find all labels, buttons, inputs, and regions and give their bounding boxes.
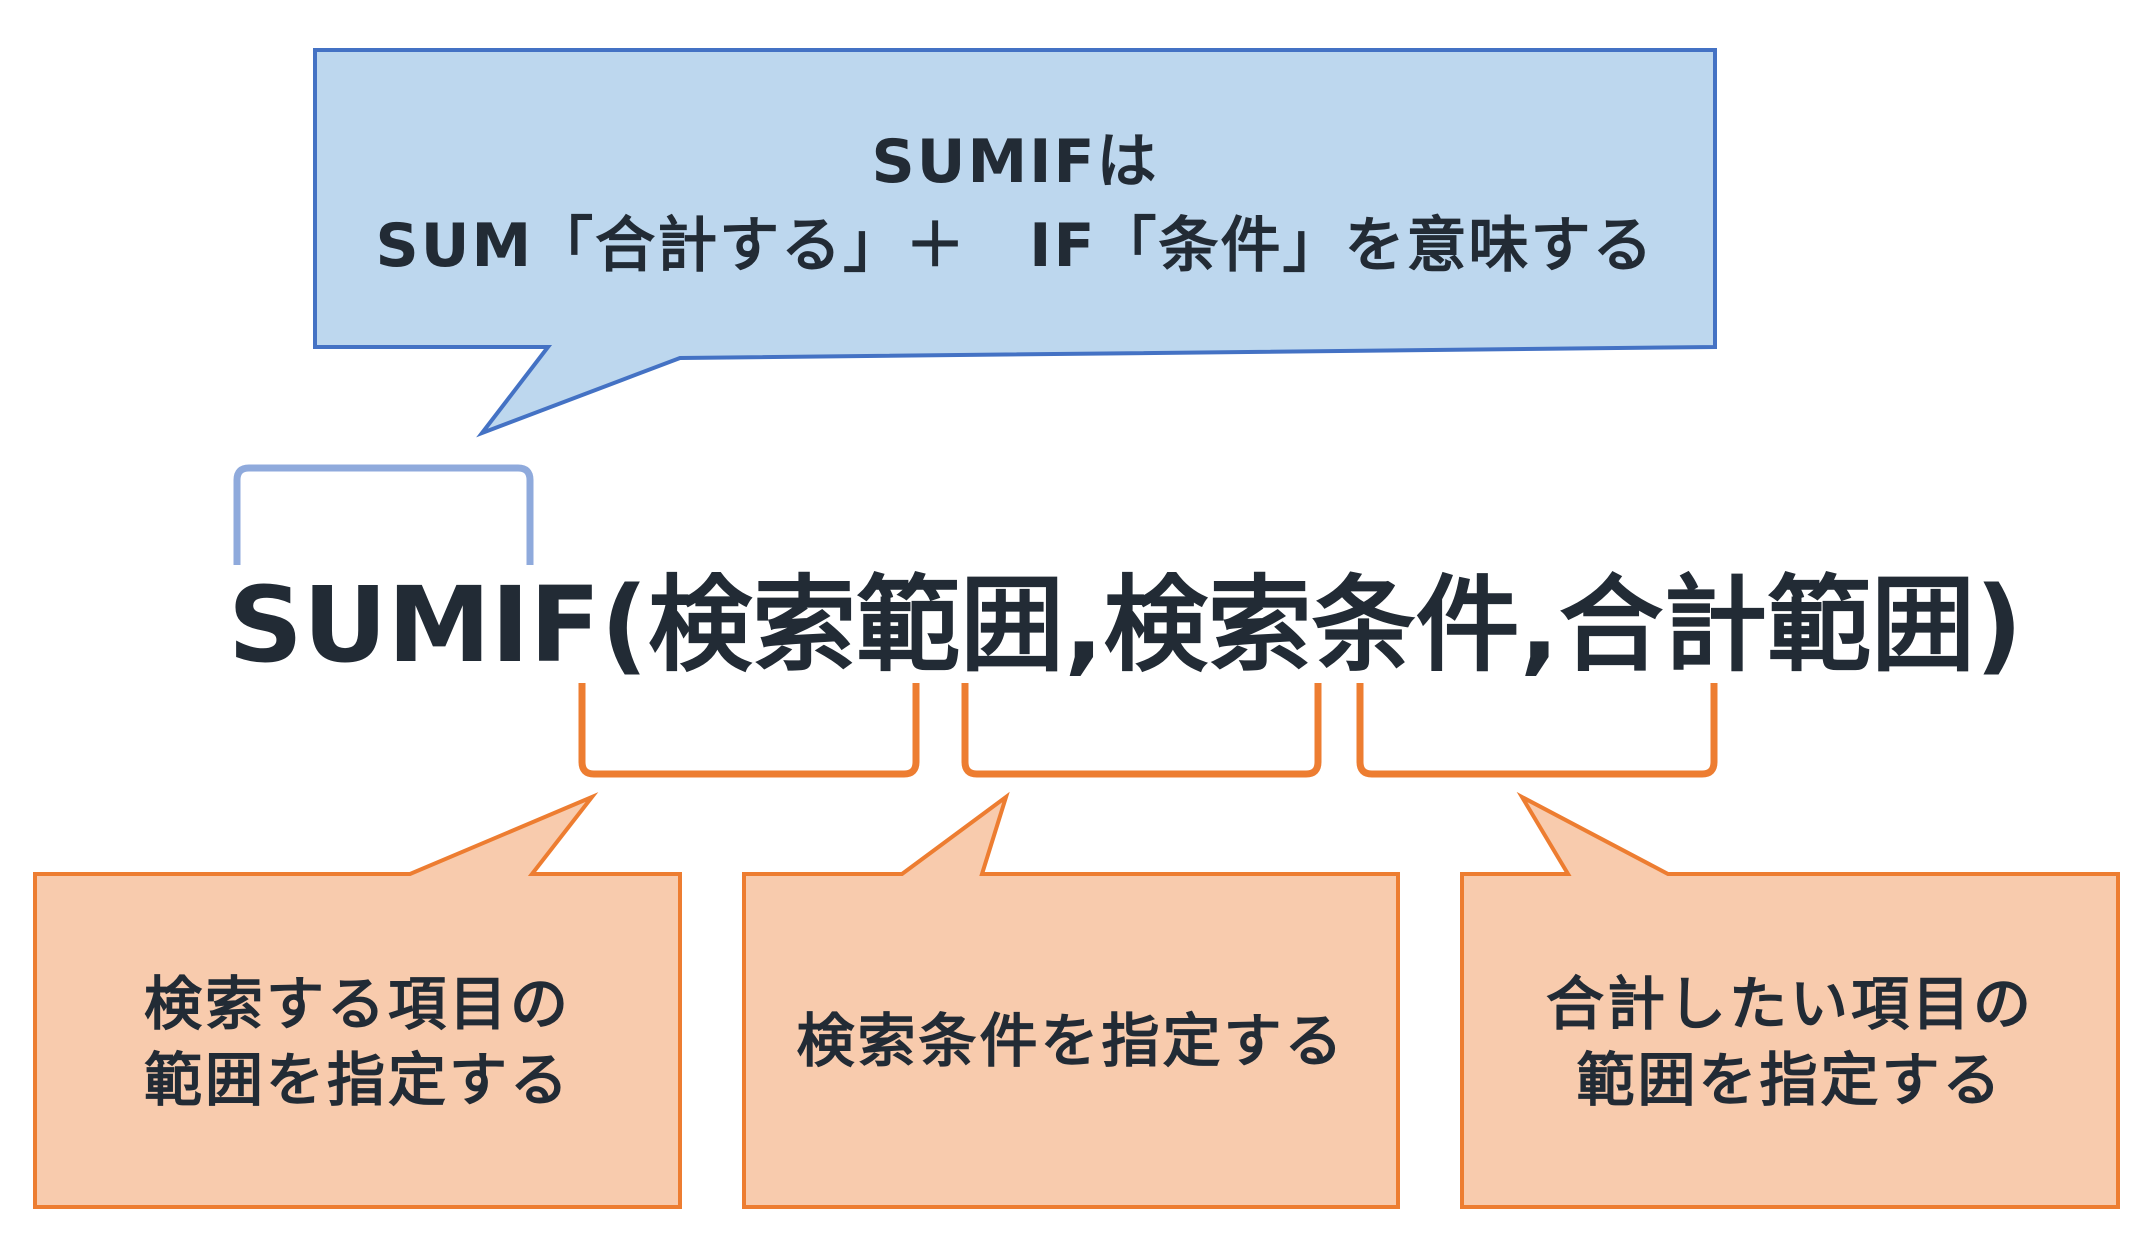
sum-range-callout-text: 合計したい項目の 範囲を指定する xyxy=(1462,966,2118,1118)
criteria-callout-text: 検索条件を指定する xyxy=(744,1003,1398,1079)
sum-range-callout-line2: 範囲を指定する xyxy=(1576,1046,2004,1114)
range-callout-line2: 範囲を指定する xyxy=(143,1046,571,1114)
criteria-callout-line1: 検索条件を指定する xyxy=(796,1007,1346,1075)
top-callout-text: SUMIFは SUM「合計する」＋ IF「条件」を意味する xyxy=(315,120,1715,288)
range-bracket xyxy=(578,683,920,778)
range-callout-bubble xyxy=(33,792,682,1209)
sum-range-callout-line1: 合計したい項目の xyxy=(1545,970,2034,1038)
formula-text: SUMIF(検索範囲,検索条件,合計範囲) xyxy=(228,564,2023,686)
criteria-bracket xyxy=(961,683,1322,778)
top-callout-bubble xyxy=(313,48,1717,438)
top-callout-line2: SUM「合計する」＋ IF「条件」を意味する xyxy=(375,211,1655,281)
criteria-callout-bubble xyxy=(742,791,1400,1209)
sum-range-callout-bubble xyxy=(1460,791,2120,1209)
sumif-bracket xyxy=(233,464,534,565)
top-callout-line1: SUMIFは xyxy=(871,127,1159,197)
range-callout-text: 検索する項目の 範囲を指定する xyxy=(35,966,680,1118)
sum-range-bracket xyxy=(1356,683,1718,778)
range-callout-line1: 検索する項目の xyxy=(143,970,571,1038)
